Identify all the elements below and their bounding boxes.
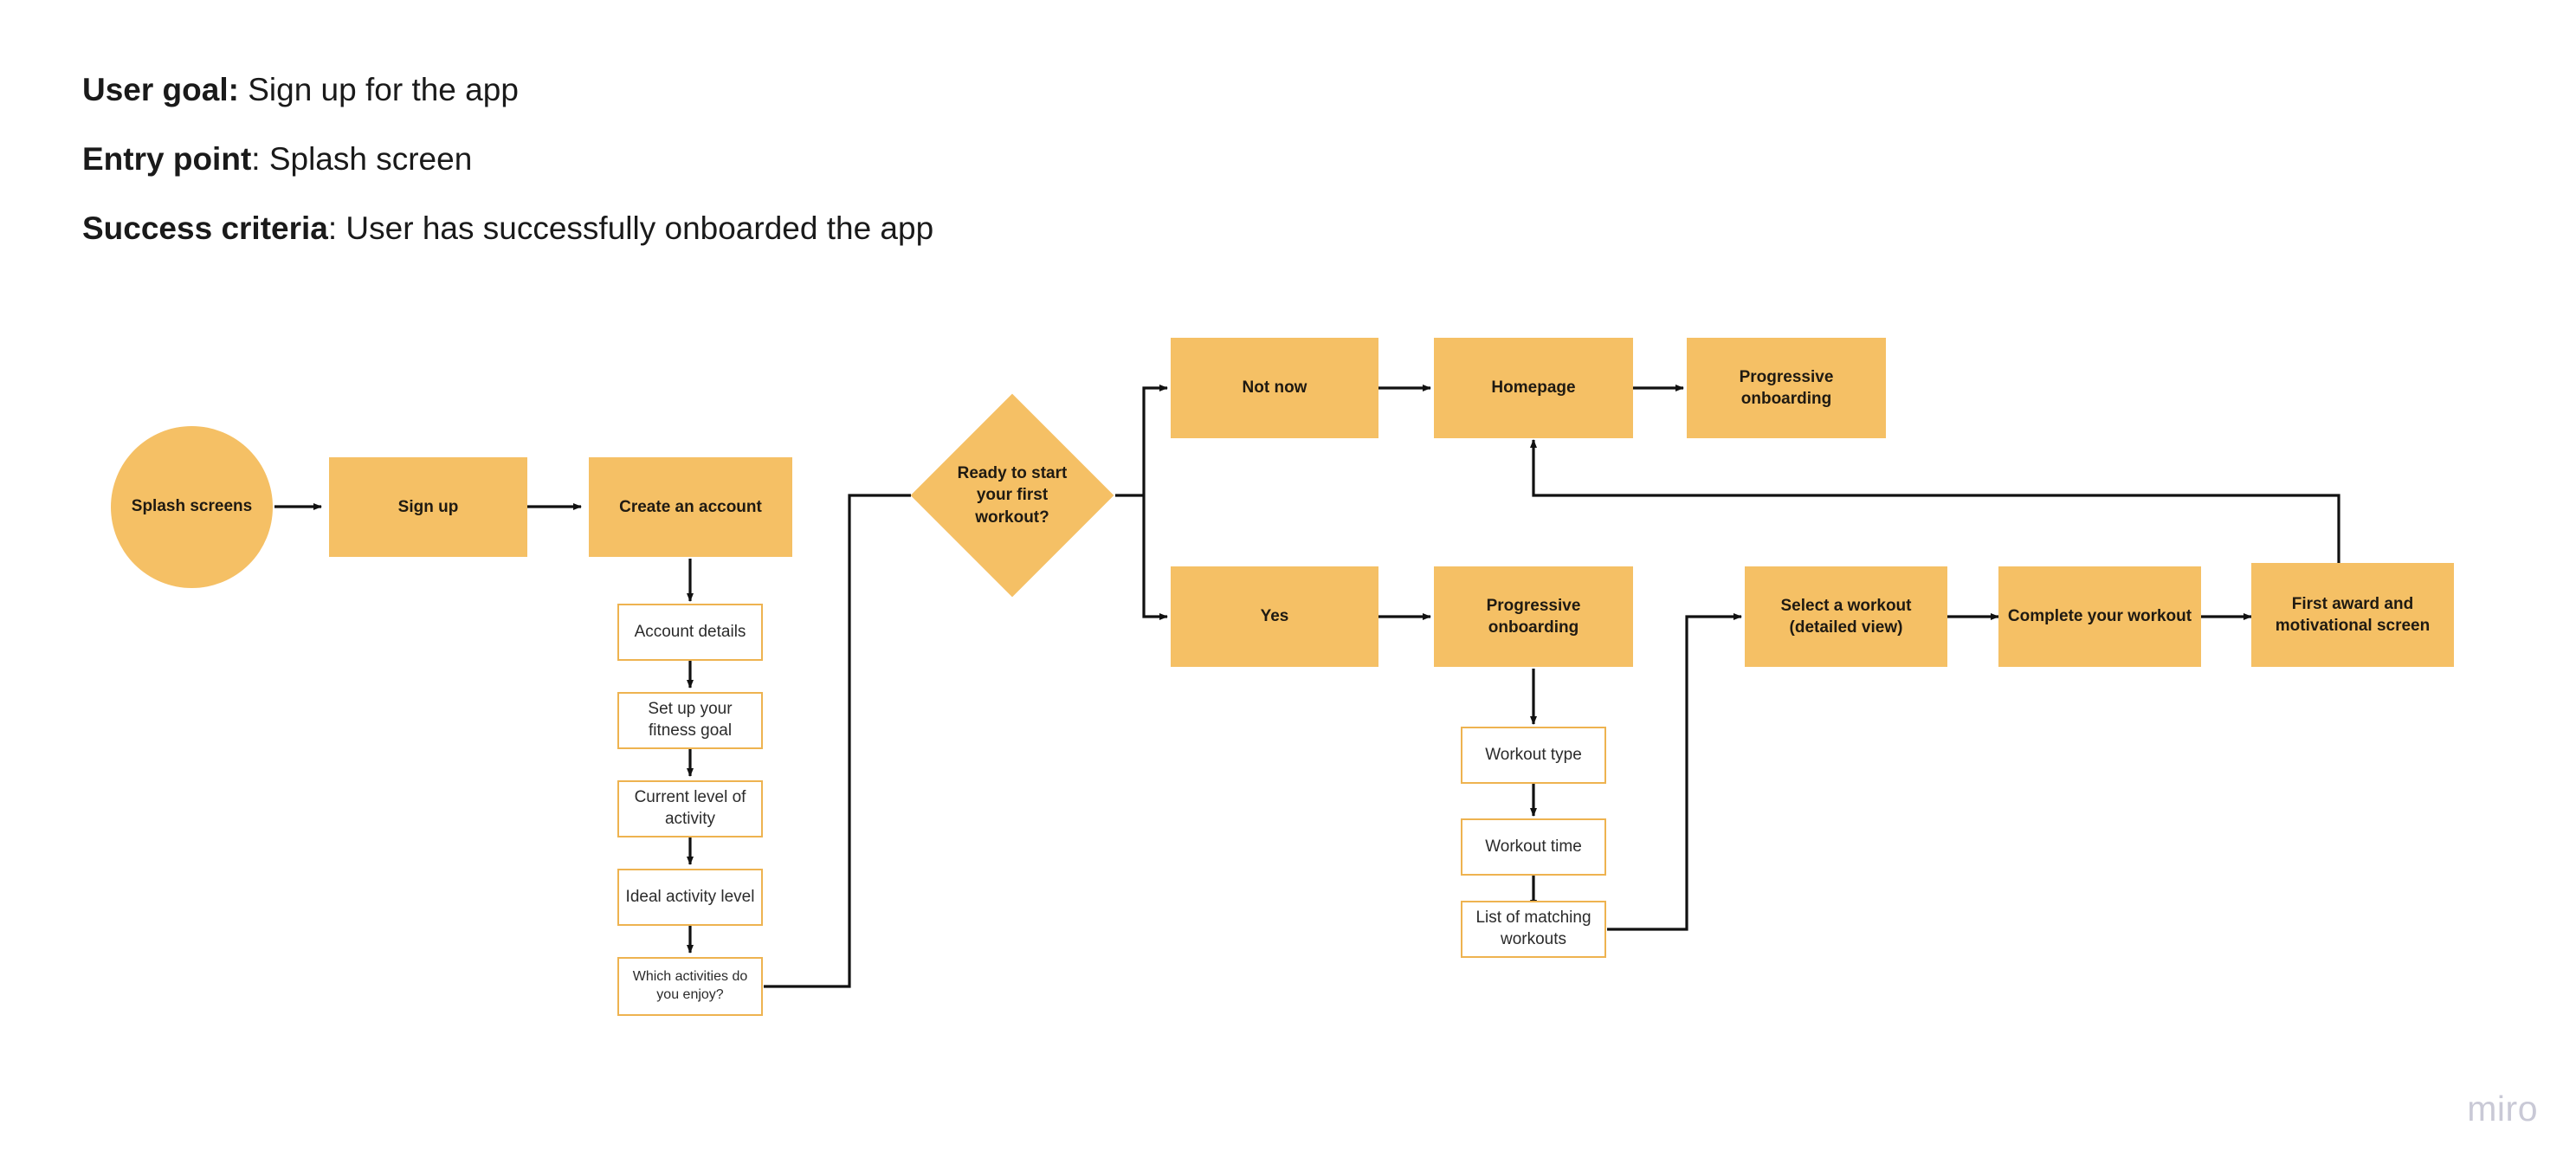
flow-summary-header: User goal: Sign up for the app Entry poi… — [82, 74, 1381, 281]
node-select-a-workout[interactable]: Select a workout (detailed view) — [1745, 566, 1947, 667]
node-label-first-award-and-motivational-screen: First award and motivational screen — [2275, 594, 2431, 635]
node-yes[interactable]: Yes — [1171, 566, 1378, 667]
node-label-progressive-onboarding-bottom: Progressive onboarding — [1486, 596, 1581, 637]
node-label-progressive-onboarding-top: Progressive onboarding — [1739, 367, 1834, 408]
node-account-details[interactable]: Account details — [617, 604, 763, 661]
node-list-of-matching-workouts[interactable]: List of matching workouts — [1461, 901, 1606, 958]
wire-decision-to-yes — [1142, 495, 1168, 620]
node-set-up-fitness-goal[interactable]: Set up your fitness goal — [617, 692, 763, 749]
header-line-user-goal: User goal: Sign up for the app — [82, 74, 1381, 106]
header-line-entry-point: Entry point: Splash screen — [82, 143, 1381, 175]
node-create-an-account[interactable]: Create an account — [589, 457, 792, 557]
node-label-create-an-account: Create an account — [619, 497, 762, 516]
node-sign-up[interactable]: Sign up — [329, 457, 527, 557]
node-label-set-up-fitness-goal: Set up your fitness goal — [648, 700, 733, 740]
node-label-complete-your-workout: Complete your workout — [2007, 607, 2192, 626]
wire-decision-to-not-now — [1142, 385, 1168, 495]
miro-watermark: miro — [2467, 1089, 2538, 1128]
node-label-splash-screens: Splash screens — [131, 497, 253, 516]
header-label-entry-point: Entry point — [82, 141, 252, 177]
node-workout-type[interactable]: Workout type — [1461, 727, 1606, 784]
node-not-now[interactable]: Not now — [1171, 338, 1378, 438]
wire-first-award-to-homepage — [1530, 439, 2340, 563]
header-text-user-goal: Sign up for the app — [238, 72, 519, 107]
node-current-level-of-activity[interactable]: Current level of activity — [617, 780, 763, 837]
node-label-select-a-workout: Select a workout (detailed view) — [1780, 596, 1912, 637]
header-text-entry-point: : Splash screen — [251, 141, 473, 177]
node-label-homepage: Homepage — [1491, 378, 1576, 398]
node-decision-ready-to-start-first-workout[interactable]: Ready to start your first workout? — [910, 393, 1114, 598]
node-homepage[interactable]: Homepage — [1434, 338, 1633, 438]
node-workout-time[interactable]: Workout time — [1461, 818, 1606, 876]
node-label-which-activities-do-you-enjoy: Which activities do you enjoy? — [632, 969, 748, 1002]
node-label-account-details: Account details — [634, 622, 746, 641]
wire-which-activities-to-decision — [764, 494, 911, 988]
node-label-workout-type: Workout type — [1485, 745, 1582, 764]
node-label-ideal-activity-level: Ideal activity level — [625, 887, 755, 906]
node-first-award-and-motivational-screen[interactable]: First award and motivational screen — [2251, 563, 2454, 667]
node-label-workout-time: Workout time — [1485, 837, 1582, 856]
node-label-decision: Ready to start your first workout? — [957, 464, 1068, 527]
node-label-yes: Yes — [1260, 607, 1289, 626]
node-complete-your-workout[interactable]: Complete your workout — [1998, 566, 2201, 667]
node-splash-screens[interactable]: Splash screens — [111, 426, 273, 588]
header-line-success-criteria: Success criteria: User has successfully … — [82, 212, 1381, 244]
node-label-sign-up: Sign up — [397, 497, 459, 516]
node-ideal-activity-level[interactable]: Ideal activity level — [617, 869, 763, 926]
header-text-success-criteria: : User has successfully onboarded the ap… — [327, 210, 934, 246]
header-label-success-criteria: Success criteria — [82, 210, 328, 246]
node-progressive-onboarding-top[interactable]: Progressive onboarding — [1687, 338, 1886, 438]
header-label-user-goal: User goal: — [82, 72, 239, 107]
node-progressive-onboarding-bottom[interactable]: Progressive onboarding — [1434, 566, 1633, 667]
node-which-activities-do-you-enjoy[interactable]: Which activities do you enjoy? — [617, 957, 763, 1016]
node-label-not-now: Not now — [1242, 378, 1307, 398]
node-label-current-level-of-activity: Current level of activity — [634, 788, 746, 828]
node-label-list-of-matching-workouts: List of matching workouts — [1475, 909, 1591, 948]
